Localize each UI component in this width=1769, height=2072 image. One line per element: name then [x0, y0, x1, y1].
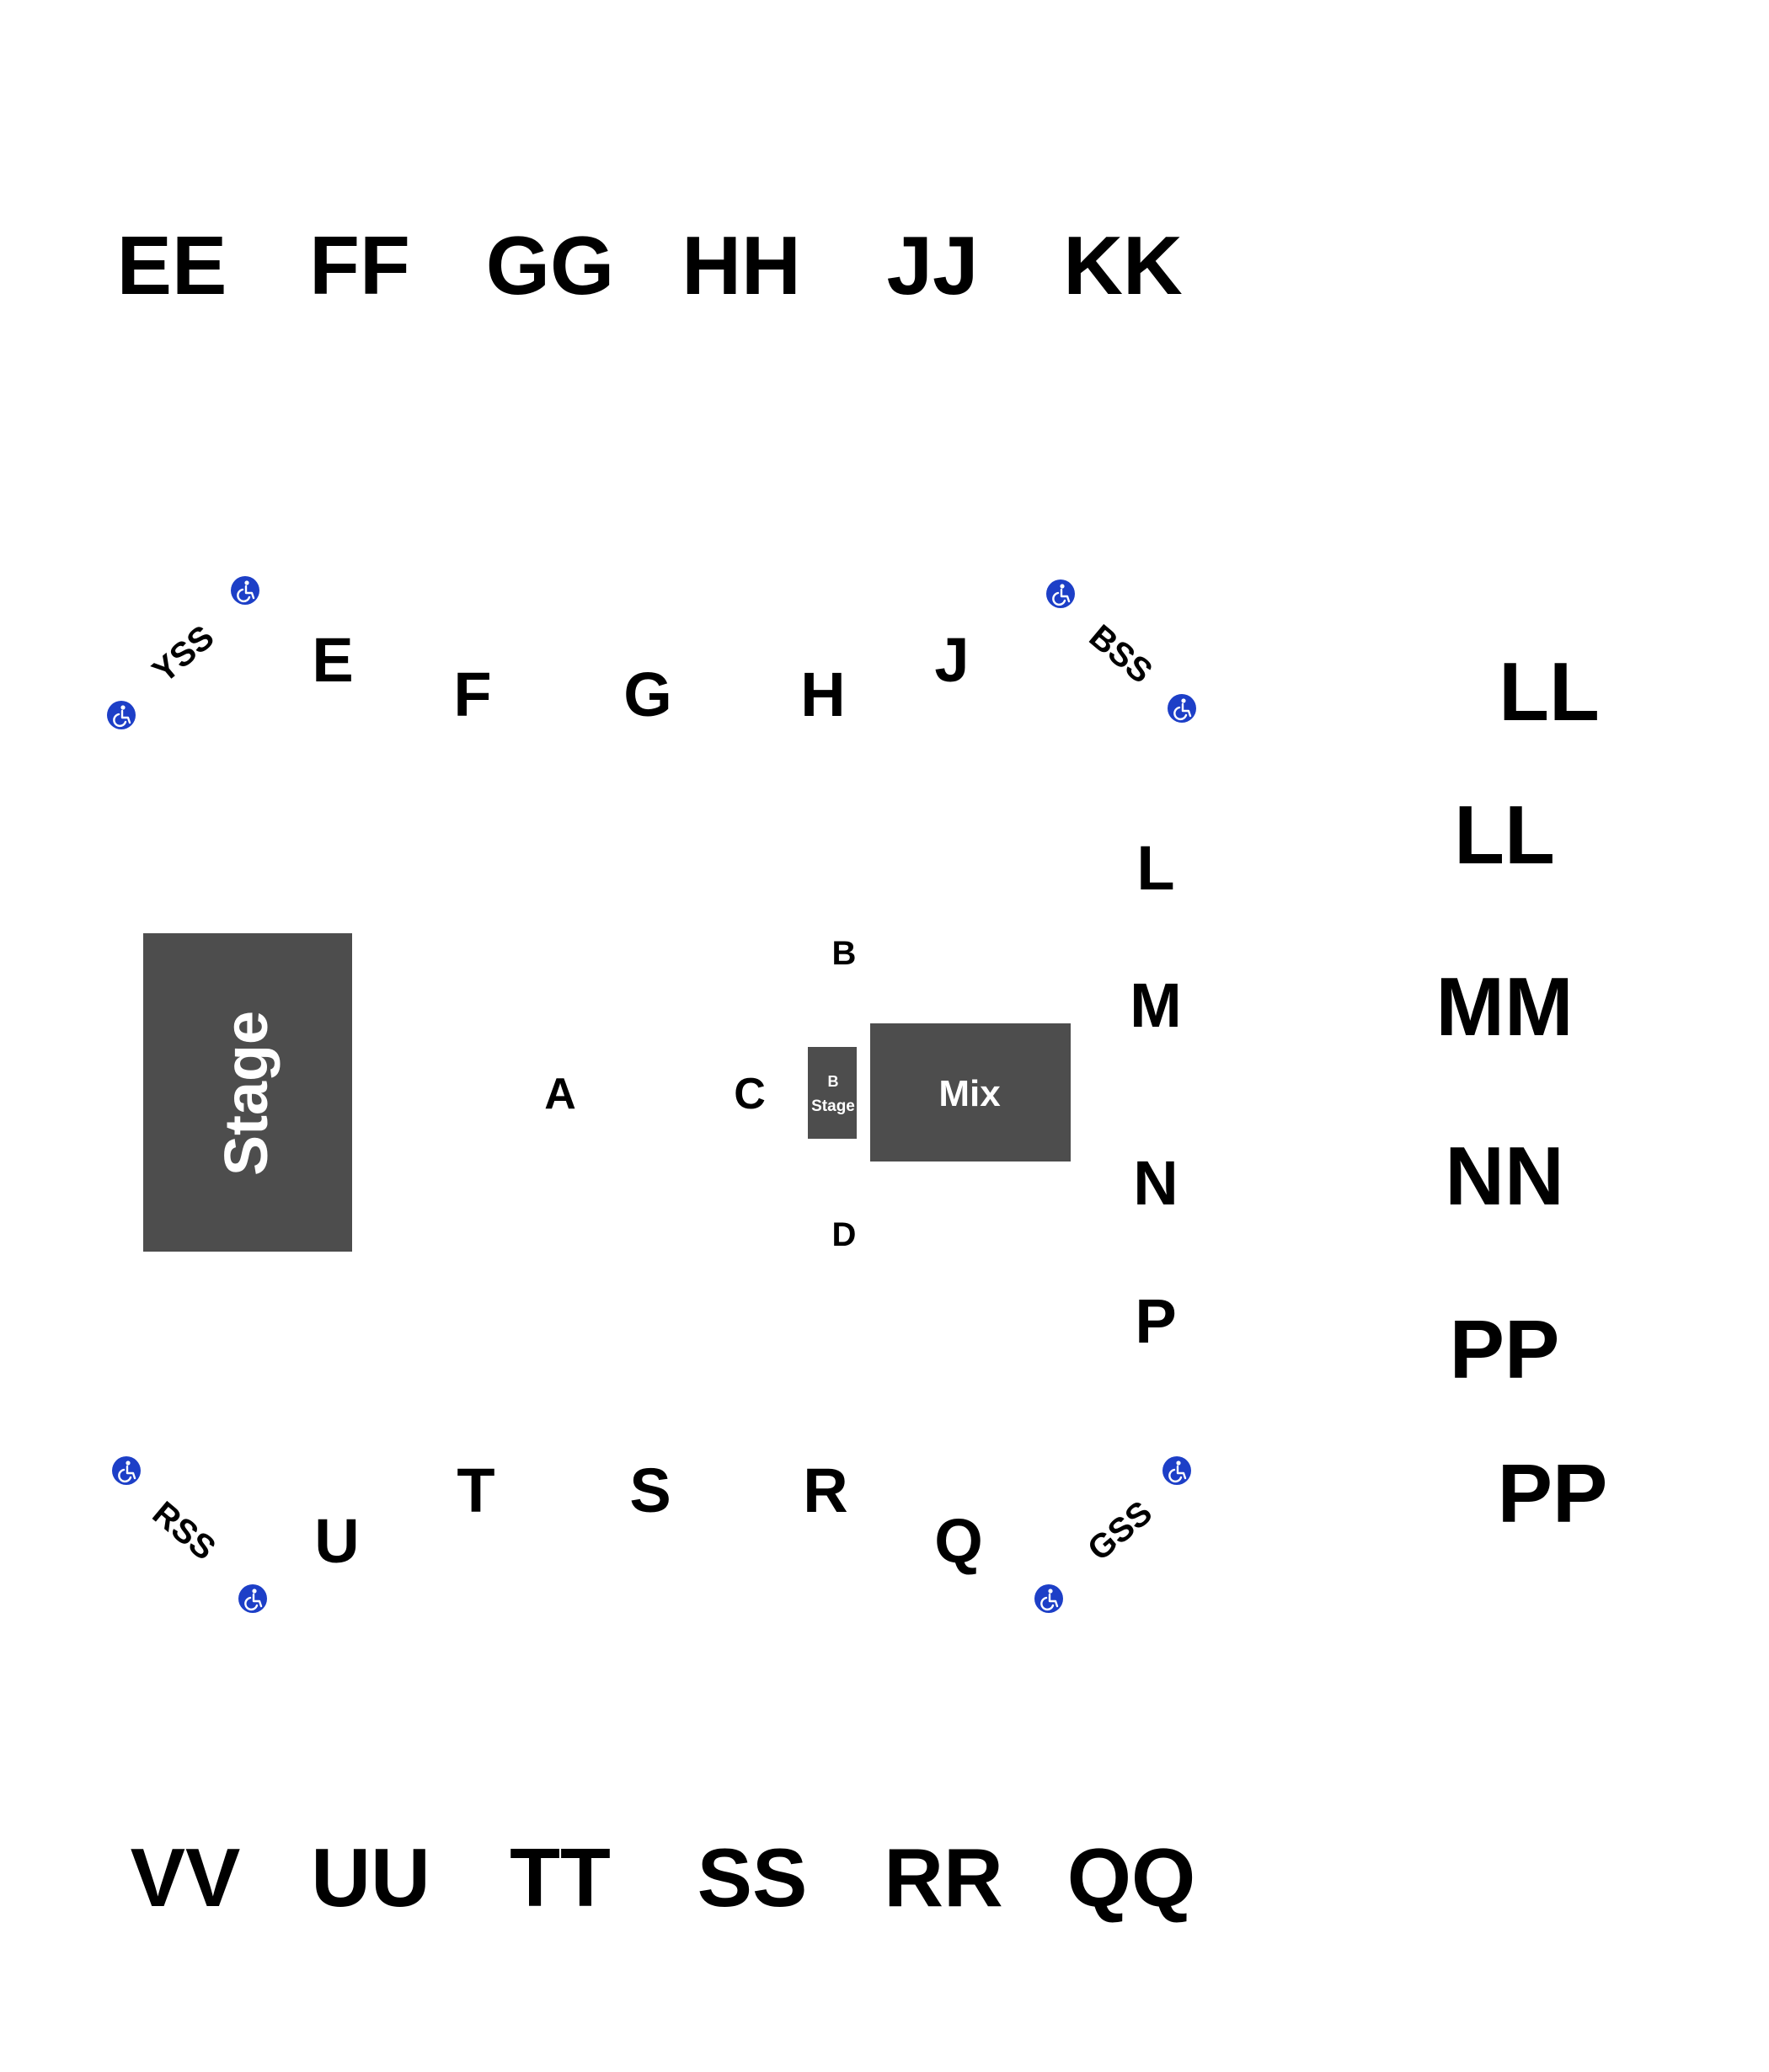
- wheelchair-accessible-icon: [1046, 579, 1075, 608]
- section-s[interactable]: S: [629, 1455, 671, 1525]
- mix-label: Mix: [938, 1073, 1001, 1114]
- section-h[interactable]: H: [800, 660, 845, 729]
- section-ss[interactable]: SS: [697, 1831, 808, 1924]
- section-rss[interactable]: RSS: [146, 1494, 222, 1567]
- section-t[interactable]: T: [457, 1455, 494, 1525]
- section-hh[interactable]: HH: [681, 219, 801, 312]
- section-mm[interactable]: MM: [1435, 960, 1573, 1053]
- section-nn[interactable]: NN: [1445, 1129, 1564, 1222]
- b-stage-label-line1: B: [828, 1073, 839, 1090]
- section-gg[interactable]: GG: [486, 219, 614, 312]
- main-stage-label: Stage: [213, 1011, 281, 1176]
- section-c[interactable]: C: [734, 1070, 766, 1119]
- section-ll-lower[interactable]: LL: [1454, 788, 1555, 881]
- section-jj[interactable]: JJ: [886, 219, 978, 312]
- wheelchair-accessible-icon: [231, 576, 259, 605]
- section-f[interactable]: F: [453, 660, 491, 729]
- section-j[interactable]: J: [934, 625, 969, 695]
- section-yss[interactable]: YSS: [146, 618, 222, 690]
- wheelchair-accessible-icon: [1168, 694, 1196, 723]
- section-a[interactable]: A: [544, 1070, 576, 1119]
- section-bss[interactable]: BSS: [1082, 617, 1159, 691]
- section-g[interactable]: G: [623, 660, 672, 729]
- section-vv[interactable]: VV: [131, 1831, 241, 1924]
- section-b[interactable]: B: [832, 935, 857, 972]
- mix-position: Mix: [870, 1023, 1071, 1161]
- b-stage: B Stage: [808, 1047, 857, 1139]
- section-pp-upper[interactable]: PP: [1450, 1303, 1560, 1396]
- wheelchair-accessible-icon: [107, 701, 136, 729]
- section-rr[interactable]: RR: [884, 1831, 1003, 1924]
- main-stage: Stage: [143, 933, 352, 1252]
- section-gss[interactable]: GSS: [1081, 1494, 1159, 1568]
- section-qq[interactable]: QQ: [1067, 1831, 1195, 1924]
- section-kk[interactable]: KK: [1063, 219, 1183, 312]
- section-d[interactable]: D: [832, 1216, 857, 1253]
- section-ee[interactable]: EE: [117, 219, 227, 312]
- section-l[interactable]: L: [1136, 833, 1174, 903]
- section-tt[interactable]: TT: [510, 1831, 611, 1924]
- b-stage-label-line2: Stage: [811, 1097, 855, 1115]
- section-r[interactable]: R: [803, 1455, 847, 1525]
- section-e[interactable]: E: [312, 625, 353, 695]
- section-pp-lower[interactable]: PP: [1498, 1447, 1608, 1540]
- section-q[interactable]: Q: [934, 1506, 983, 1576]
- section-uu[interactable]: UU: [311, 1831, 430, 1924]
- section-p[interactable]: P: [1135, 1286, 1176, 1356]
- section-n[interactable]: N: [1133, 1148, 1178, 1218]
- section-m[interactable]: M: [1130, 970, 1182, 1040]
- wheelchair-accessible-icon: [238, 1584, 267, 1613]
- section-ll-upper[interactable]: LL: [1499, 645, 1600, 738]
- wheelchair-accessible-icon: [112, 1456, 141, 1485]
- wheelchair-accessible-icon: [1034, 1584, 1063, 1613]
- wheelchair-accessible-icon: [1162, 1456, 1191, 1485]
- section-ff[interactable]: FF: [309, 219, 410, 312]
- section-u[interactable]: U: [314, 1506, 359, 1576]
